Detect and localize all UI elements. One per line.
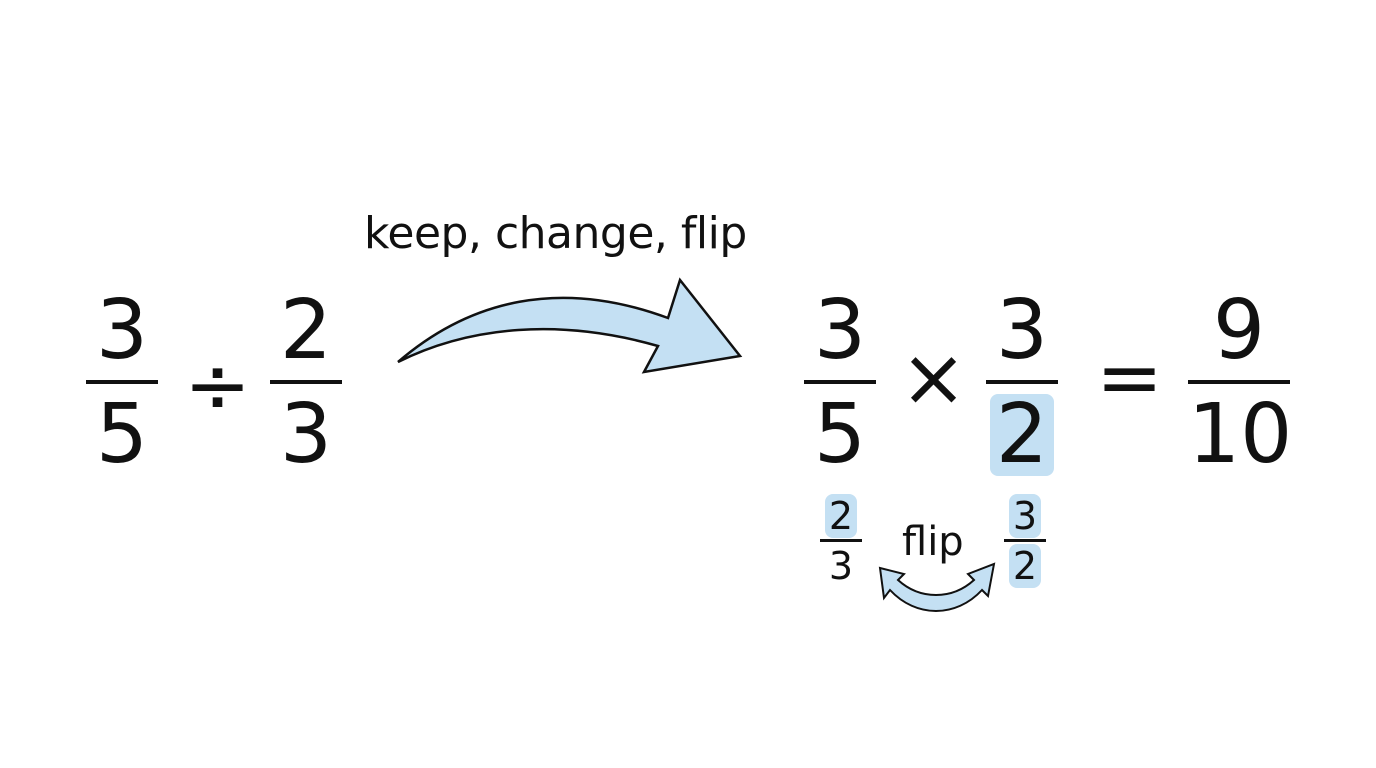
fraction-bar bbox=[86, 380, 158, 384]
flip-curved-arrow bbox=[878, 562, 996, 612]
fraction-denominator: 3 bbox=[279, 387, 333, 482]
fraction-three-halves: 3 2 bbox=[986, 290, 1058, 476]
fraction-bar bbox=[1004, 539, 1046, 542]
fraction-numerator: 3 bbox=[813, 283, 867, 378]
fraction-numerator: 2 bbox=[820, 494, 862, 538]
label-flip: flip bbox=[676, 206, 751, 262]
small-fraction-before-flip: 2 3 bbox=[820, 494, 862, 588]
keep-change-flip-label: keep, change, flip bbox=[360, 206, 751, 262]
fraction-bar bbox=[986, 380, 1058, 384]
fraction-denominator: 10 bbox=[1188, 387, 1293, 482]
fraction-nine-tenths: 9 10 bbox=[1188, 283, 1293, 482]
fraction-bar bbox=[270, 380, 342, 384]
fraction-numerator: 9 bbox=[1212, 283, 1266, 378]
main-curved-arrow bbox=[397, 277, 743, 374]
fraction-denominator: 5 bbox=[813, 387, 867, 482]
fraction-denominator: 2 bbox=[1004, 544, 1046, 588]
fraction-numerator: 3 bbox=[1004, 494, 1046, 538]
small-fraction-after-flip: 3 2 bbox=[1004, 494, 1046, 588]
fraction-two-thirds: 2 3 bbox=[270, 290, 342, 476]
fraction-denominator-highlighted: 2 bbox=[986, 394, 1058, 476]
fraction-bar bbox=[820, 539, 862, 542]
fraction-denominator: 5 bbox=[95, 387, 149, 482]
flip-word: flip bbox=[902, 519, 964, 565]
fraction-three-fifths-result: 3 5 bbox=[804, 290, 876, 476]
fraction-numerator: 3 bbox=[95, 283, 149, 378]
fraction-denominator: 3 bbox=[828, 544, 854, 588]
label-keep: keep, bbox=[360, 206, 484, 262]
fraction-bar bbox=[804, 380, 876, 384]
equals-sign: = bbox=[1096, 331, 1164, 424]
fraction-bar bbox=[1188, 380, 1290, 384]
fraction-numerator: 3 bbox=[995, 283, 1049, 378]
fraction-three-fifths: 3 5 bbox=[86, 290, 158, 476]
multiply-operator: × bbox=[900, 331, 968, 424]
divide-operator: ÷ bbox=[184, 339, 252, 432]
label-change: change, bbox=[490, 206, 668, 262]
fraction-numerator: 2 bbox=[279, 283, 333, 378]
